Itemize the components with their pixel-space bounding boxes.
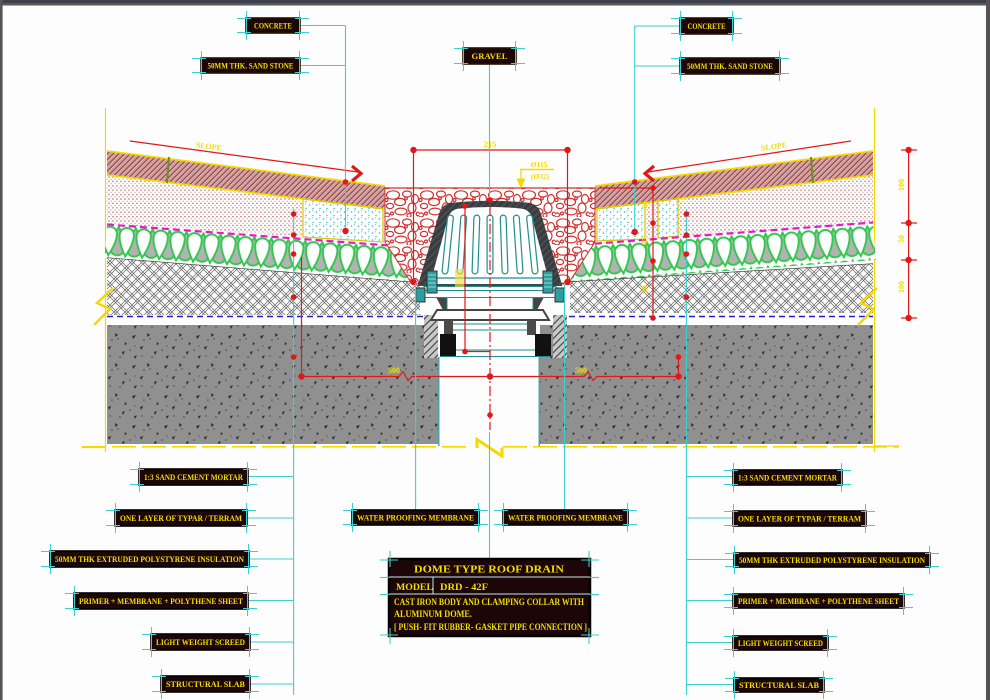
svg-text:50: 50 [641,201,649,209]
svg-text:WATER PROOFING MEMBRANE: WATER PROOFING MEMBRANE [357,514,474,523]
svg-text:ONE LAYER OF TYPAR / TERRAM: ONE LAYER OF TYPAR / TERRAM [738,515,861,524]
svg-text:[ PUSH- FIT RUBBER- GASKET PI: [ PUSH- FIT RUBBER- GASKET PIPE CONNECTI… [394,623,587,633]
svg-text:PRIMER + MEMBRANE + POLYTHENE: PRIMER + MEMBRANE + POLYTHENE SHEET [79,597,243,606]
svg-text:50MM THK EXTRUDED POLYSTYRENE: 50MM THK EXTRUDED POLYSTYRENE INSULATION [55,555,244,564]
svg-text:100: 100 [897,179,906,191]
svg-text:500: 500 [388,366,400,375]
svg-text:ONE LAYER OF TYPAR / TERRAM: ONE LAYER OF TYPAR / TERRAM [120,514,242,523]
svg-text:ALUMINUM DOME.: ALUMINUM DOME. [394,610,472,620]
svg-text:50MM THK EXTRUDED POLYSTYRENE: 50MM THK EXTRUDED POLYSTYRENE INSULATION [739,556,925,565]
svg-text:STRUCTURAL SLAB: STRUCTURAL SLAB [739,681,819,690]
svg-text:Ø115: Ø115 [531,160,548,169]
svg-text:LIGHT WEIGHT SCREED: LIGHT WEIGHT SCREED [156,638,245,647]
svg-text:50MM THK. SAND STONE: 50MM THK. SAND STONE [208,61,294,70]
svg-text:(Ø32): (Ø32) [531,172,550,181]
svg-text:CONCRETE: CONCRETE [254,21,292,30]
svg-text:DRD - 42F: DRD - 42F [440,583,488,593]
svg-text:100: 100 [897,281,906,293]
svg-text:STRUCTURAL SLAB: STRUCTURAL SLAB [166,680,245,689]
svg-text:SLOPE: SLOPE [760,140,787,152]
svg-text:PRIMER + MEMBRANE + POLYTHENE: PRIMER + MEMBRANE + POLYTHENE SHEET [738,597,899,606]
svg-text:1:3 SAND CEMENT MORTAR: 1:3 SAND CEMENT MORTAR [738,474,838,483]
svg-text:DOME TYPE ROOF DRAIN: DOME TYPE ROOF DRAIN [414,565,565,576]
svg-text:SLOPE: SLOPE [195,140,222,152]
svg-text:CONCRETE: CONCRETE [688,22,726,31]
svg-text:1:3 SAND CEMENT MORTAR: 1:3 SAND CEMENT MORTAR [144,473,244,482]
svg-text:CAST IRON BODY AND CLAMPING CO: CAST IRON BODY AND CLAMPING COLLAR WITH [394,598,584,608]
svg-text:50: 50 [897,235,906,243]
svg-text:50: 50 [641,285,649,293]
svg-text:50MM THK. SAND STONE: 50MM THK. SAND STONE [687,62,773,71]
svg-text:MODEL: MODEL [396,583,433,593]
svg-text:GRAVEL: GRAVEL [472,51,508,61]
svg-text:LIGHT WEIGHT SCREED: LIGHT WEIGHT SCREED [738,639,823,648]
svg-text:WATER PROOFING MEMBRANE: WATER PROOFING MEMBRANE [508,514,623,523]
svg-text:35: 35 [641,237,649,245]
svg-text:500: 500 [575,366,587,375]
